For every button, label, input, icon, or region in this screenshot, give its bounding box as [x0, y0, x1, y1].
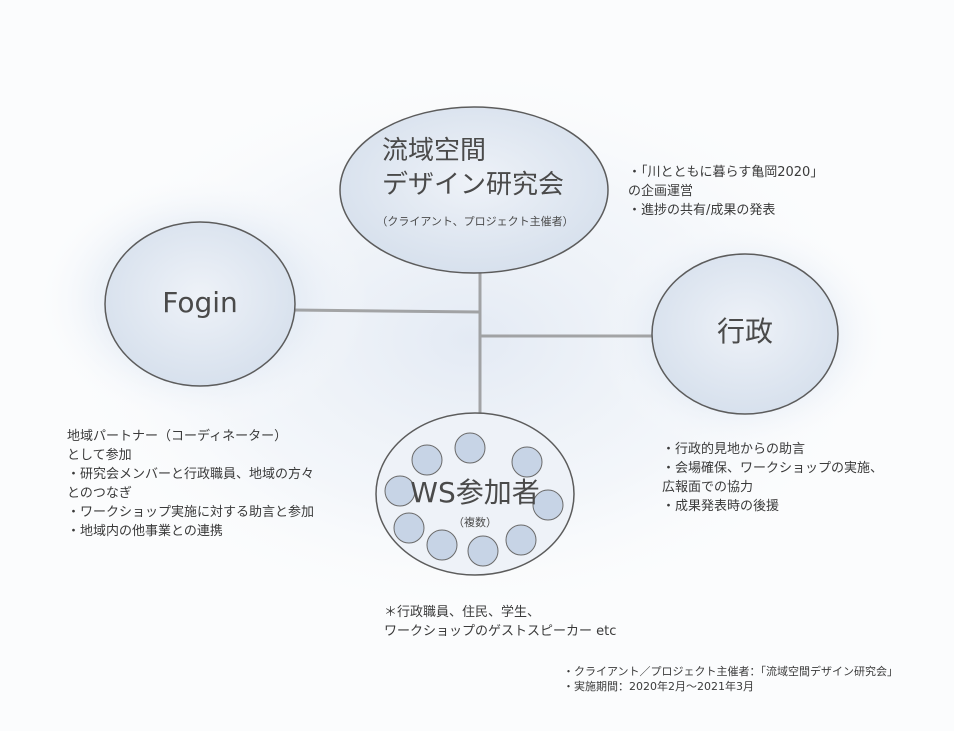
- research-group-note: ・「川とともに暮らす亀岡2020」 の企画運営 ・進捗の共有/成果の発表: [628, 165, 824, 218]
- ws-participants-subtitle: （複数）: [453, 516, 497, 529]
- fogin-title: Fogin: [162, 286, 238, 319]
- government-note: ・行政的見地からの助言 ・会場確保、ワークショップの実施、 広報面での協力 ・成…: [662, 442, 884, 514]
- participant-circle: [505, 524, 537, 556]
- footer-info: ・クライアント／プロジェクト主催者：「流域空間デザイン研究会」 ・実施期間：20…: [563, 665, 899, 693]
- participant-circle: [393, 512, 425, 544]
- participant-circle: [511, 446, 543, 478]
- participant-circle: [426, 529, 458, 561]
- participant-circle: [411, 444, 443, 476]
- participant-circle: [532, 489, 564, 521]
- fogin-bubble: [104, 221, 296, 387]
- participant-circle: [454, 432, 486, 464]
- research-group-subtitle: （クライアント、プロジェクト主催者）: [376, 215, 574, 228]
- ws-participants-title: WS参加者: [410, 476, 540, 509]
- ws-participants-note: ＊行政職員、住民、学生、 ワークショップのゲストスピーカー etc: [384, 605, 617, 639]
- research-group-title: 流域空間 デザイン研究会: [382, 136, 565, 200]
- government-title: 行政: [716, 315, 773, 348]
- connector-lines: [291, 268, 657, 432]
- participant-circles: [384, 432, 564, 567]
- connector-to-fogin: [291, 308, 482, 314]
- fogin-note: 地域パートナー（コーディネーター） として参加 ・研究会メンバーと行政職員、地域…: [67, 429, 315, 539]
- government-bubble: [651, 253, 839, 415]
- participant-circle: [467, 535, 499, 567]
- research-group-bubble: [339, 106, 609, 274]
- participant-circle: [384, 475, 416, 507]
